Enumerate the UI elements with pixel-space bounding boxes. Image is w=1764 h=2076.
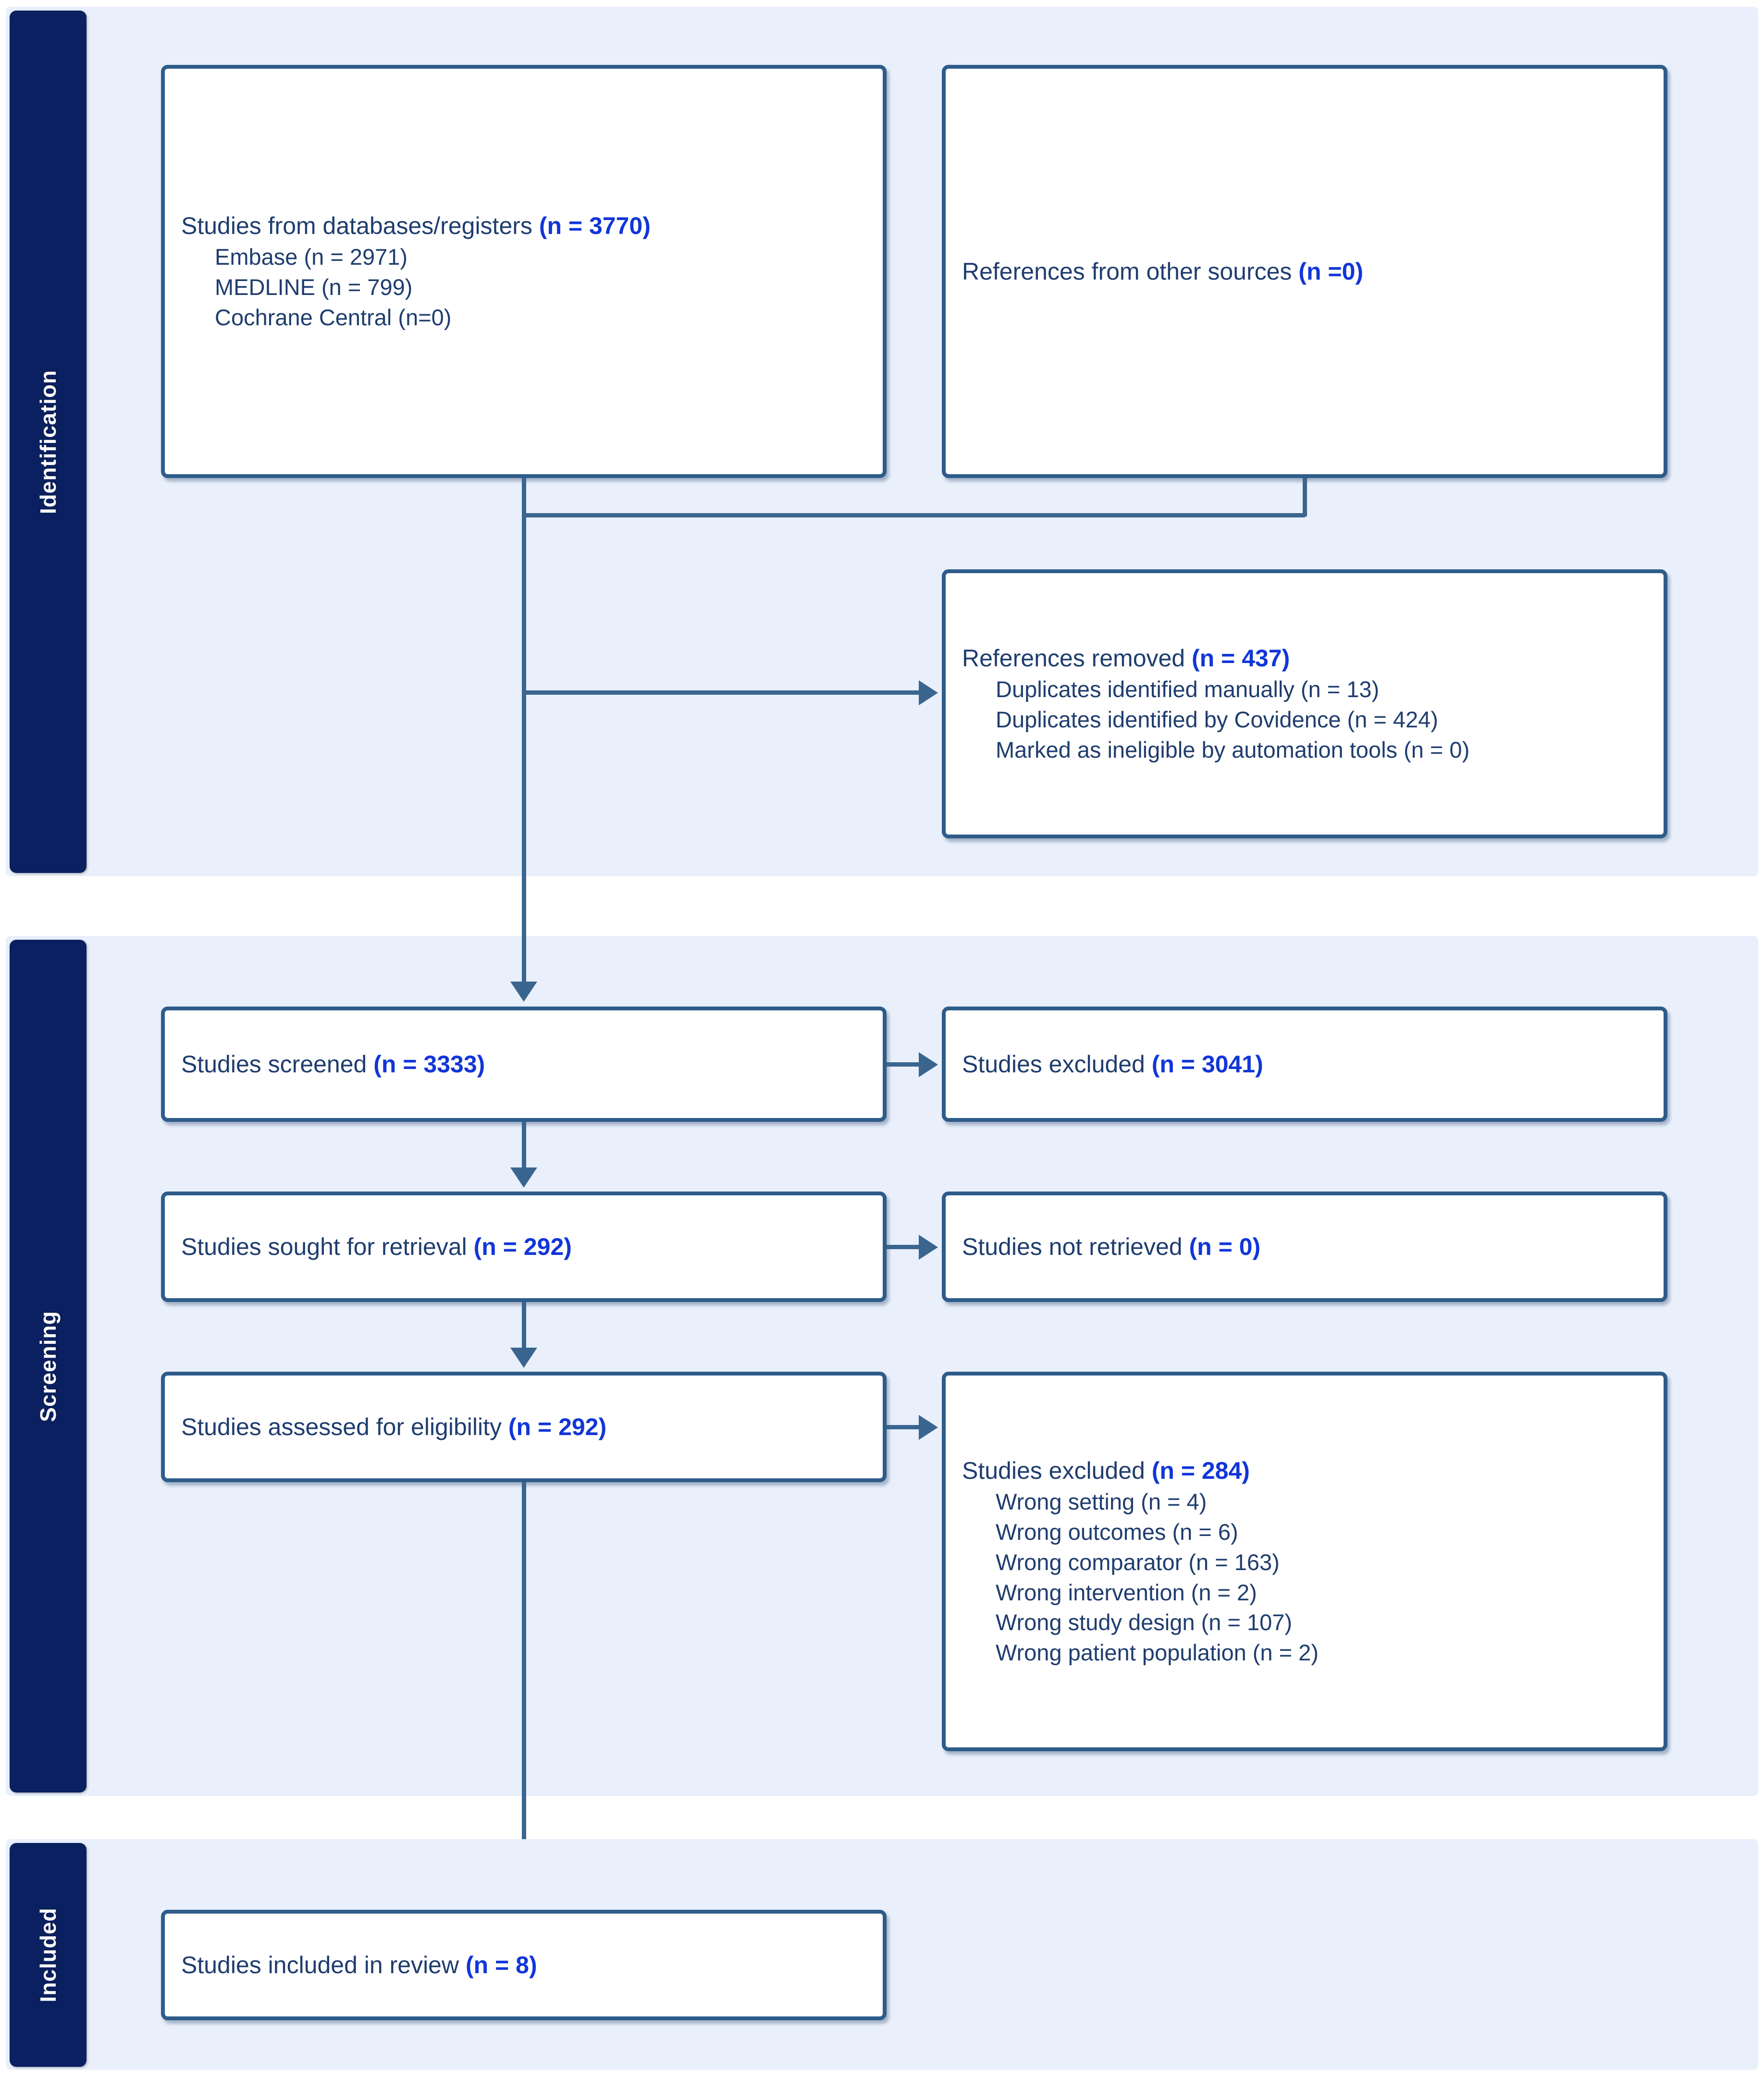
box-studies-screened: Studies screened (n = 3333) [161,1007,887,1122]
stage-label-screening: Screening [36,1310,61,1422]
connector-trunk-to-screened [522,936,526,984]
connector-sought-to-assessed [522,1302,526,1352]
arrow-into-screened [510,982,537,1002]
sought-title: Studies sought for retrieval [181,1233,474,1260]
other-sources-title: References from other sources [962,258,1299,285]
assessed-title: Studies assessed for eligibility [181,1413,508,1440]
screened-title: Studies screened [181,1050,374,1078]
sought-title-line: Studies sought for retrieval (n = 292) [165,1231,883,1263]
arrow-into-assessed [510,1348,537,1368]
removed-sub-manual: Duplicates identified manually (n = 13) [996,676,1380,702]
assessed-title-line: Studies assessed for eligibility (n = 29… [165,1411,883,1443]
eligibility-excluded-sub-outcomes: Wrong outcomes (n = 6) [996,1519,1238,1545]
box-databases-registers: Studies from databases/registers (n = 37… [161,65,887,478]
arrow-assessed-to-excluded [919,1415,938,1440]
databases-count: (n = 3770) [539,212,651,240]
screened-excluded-title-line: Studies excluded (n = 3041) [946,1048,1664,1081]
box-references-removed: References removed (n = 437) Duplicates … [942,569,1667,838]
removed-sub-covidence: Duplicates identified by Covidence (n = … [996,707,1438,733]
stage-rail-identification: Identification [10,11,86,873]
connector-assessed-to-included [522,1482,526,1891]
connector-databases-stub [522,478,526,516]
arrow-sought-to-not-retrieved [919,1235,938,1260]
databases-title: Studies from databases/registers [181,212,539,240]
included-count: (n = 8) [466,1951,537,1978]
eligibility-excluded-sub-setting: Wrong setting (n = 4) [996,1488,1207,1514]
eligibility-excluded-sub-patient-population: Wrong patient population (n = 2) [996,1640,1319,1666]
box-studies-not-retrieved: Studies not retrieved (n = 0) [942,1192,1667,1302]
removed-count: (n = 437) [1192,645,1290,672]
databases-sub-embase: Embase (n = 2971) [215,244,408,270]
databases-title-line: Studies from databases/registers (n = 37… [165,210,883,242]
connector-main-trunk [522,513,526,982]
not-retrieved-title: Studies not retrieved [962,1233,1189,1260]
connector-assessed-to-excluded [887,1425,921,1429]
removed-sub-automation: Marked as ineligible by automation tools… [996,737,1470,762]
eligibility-excluded-sub-intervention: Wrong intervention (n = 2) [996,1579,1257,1605]
box-studies-included-in-review: Studies included in review (n = 8) [161,1910,887,2020]
connector-sought-to-not-retrieved [887,1245,921,1249]
included-title-line: Studies included in review (n = 8) [165,1949,883,1981]
connector-other-sources-stub [1303,478,1307,516]
box-assessed-for-eligibility: Studies assessed for eligibility (n = 29… [161,1372,887,1482]
screened-excluded-count: (n = 3041) [1151,1050,1263,1078]
other-sources-title-line: References from other sources (n =0) [946,256,1664,288]
screened-count: (n = 3333) [373,1050,485,1078]
not-retrieved-title-line: Studies not retrieved (n = 0) [946,1231,1664,1263]
not-retrieved-count: (n = 0) [1189,1233,1261,1260]
included-title: Studies included in review [181,1951,466,1978]
eligibility-excluded-title: Studies excluded [962,1457,1152,1484]
connector-screened-to-excluded [887,1062,921,1067]
assessed-count: (n = 292) [508,1413,607,1440]
databases-sub-cochrane: Cochrane Central (n=0) [215,304,452,330]
connector-screened-to-sought [522,1122,526,1172]
connector-to-removed-arrowhead [919,680,938,705]
stage-label-included: Included [36,1907,61,2002]
box-studies-excluded-screening: Studies excluded (n = 3041) [942,1007,1667,1122]
eligibility-excluded-sub-comparator: Wrong comparator (n = 163) [996,1549,1280,1575]
stage-rail-included: Included [10,1843,86,2067]
sought-count: (n = 292) [473,1233,572,1260]
eligibility-excluded-sub-study-design: Wrong study design (n = 107) [996,1609,1293,1635]
stage-rail-screening: Screening [10,940,86,1793]
screened-excluded-title: Studies excluded [962,1050,1152,1078]
databases-sub-medline: MEDLINE (n = 799) [215,274,413,300]
connector-merge-bar [522,513,1305,517]
screened-title-line: Studies screened (n = 3333) [165,1048,883,1081]
box-sought-for-retrieval: Studies sought for retrieval (n = 292) [161,1192,887,1302]
removed-title: References removed [962,645,1192,672]
arrow-into-sought [510,1167,537,1188]
arrow-screened-to-excluded [919,1052,938,1077]
eligibility-excluded-count: (n = 284) [1151,1457,1250,1484]
box-studies-excluded-eligibility: Studies excluded (n = 284) Wrong setting… [942,1372,1667,1751]
stage-label-identification: Identification [36,369,61,514]
box-other-sources: References from other sources (n =0) [942,65,1667,478]
eligibility-excluded-title-line: Studies excluded (n = 284) [946,1455,1664,1487]
removed-title-line: References removed (n = 437) [946,642,1664,675]
connector-to-removed [522,690,921,695]
other-sources-count: (n =0) [1298,258,1364,285]
